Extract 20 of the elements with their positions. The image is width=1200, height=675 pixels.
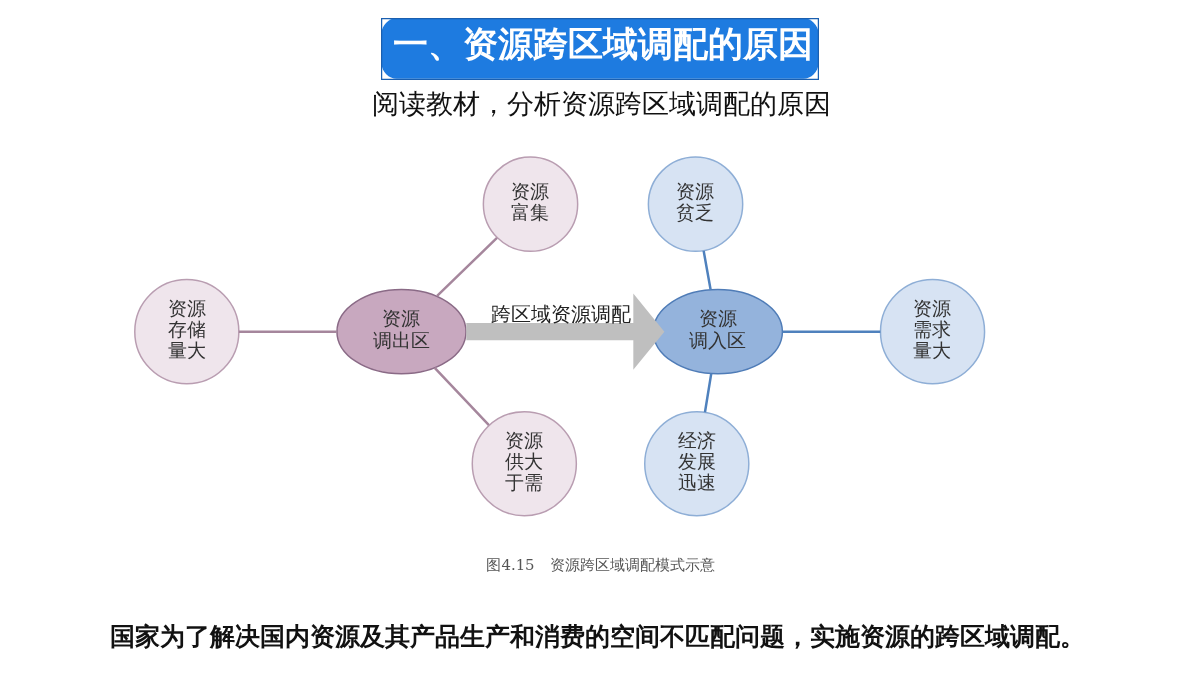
label: 阅读教材，分析资源跨区域调配的原因 (371, 88, 831, 120)
node-ellipse: 资源调入区 (652, 288, 784, 375)
label: 国家为了解决国内资源及其产品生产和消费的空间不匹配问题，实施资源的跨区域调配。 (109, 621, 1085, 651)
connector (433, 367, 490, 426)
node-circle: 资源富集 (482, 156, 579, 253)
connector (782, 330, 881, 333)
connector (238, 330, 337, 333)
node-circle: 资源需求量大 (879, 278, 986, 385)
caption: 图4.15 资源跨区域调配模式示意 (486, 556, 715, 575)
node-circle: 资源贫乏 (647, 156, 744, 253)
edge-label: 跨区域资源调配 (490, 303, 631, 327)
connector (702, 250, 712, 290)
node-circle: 经济发展迅速 (644, 410, 750, 517)
arrow (466, 293, 665, 370)
node-ellipse: 资源调出区 (336, 288, 467, 375)
node-circle: 资源存储量大 (134, 278, 240, 385)
connector (703, 373, 713, 413)
connector (436, 237, 498, 297)
diagram-title: 一、资源跨区域调配的原因 (392, 24, 813, 65)
node-circle: 资源供大于需 (471, 410, 578, 517)
